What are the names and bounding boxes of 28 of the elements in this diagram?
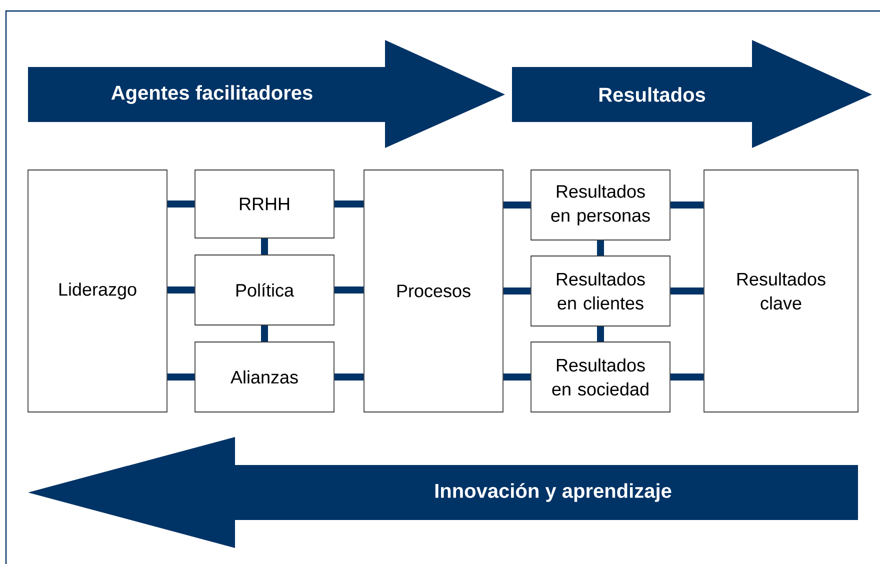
connector-bar bbox=[261, 325, 268, 342]
connector-bar bbox=[503, 288, 531, 294]
arrow-band: Resultados bbox=[512, 40, 872, 148]
connector-bar bbox=[597, 240, 604, 256]
connector-bar bbox=[597, 326, 604, 342]
connector-bar bbox=[670, 202, 704, 208]
connector-bar bbox=[167, 200, 195, 208]
connector-bar bbox=[670, 374, 704, 380]
connector-bar bbox=[167, 374, 195, 380]
process-box: Política bbox=[194, 254, 334, 326]
arrow-band: Innovación y aprendizaje bbox=[28, 437, 858, 548]
connector-bar bbox=[670, 288, 704, 294]
connector-bar bbox=[167, 286, 195, 294]
connector-bar bbox=[334, 286, 364, 294]
connector-bar bbox=[503, 202, 531, 208]
connector-bar bbox=[261, 238, 268, 255]
process-box: Resultados clave bbox=[704, 170, 858, 412]
connector-bar bbox=[334, 200, 364, 208]
process-box: Alianzas bbox=[194, 342, 334, 412]
connector-bar bbox=[503, 374, 531, 380]
arrow-band: Agentes facilitadores bbox=[28, 40, 505, 148]
process-box: Liderazgo bbox=[28, 170, 168, 412]
process-box: RRHH bbox=[194, 170, 334, 238]
process-box: Resultados en clientes bbox=[530, 256, 670, 326]
process-box: Resultados en sociedad bbox=[530, 342, 670, 412]
process-box: Resultados en personas bbox=[530, 170, 670, 240]
connector-bar bbox=[334, 374, 364, 380]
process-box: Procesos bbox=[364, 170, 504, 412]
